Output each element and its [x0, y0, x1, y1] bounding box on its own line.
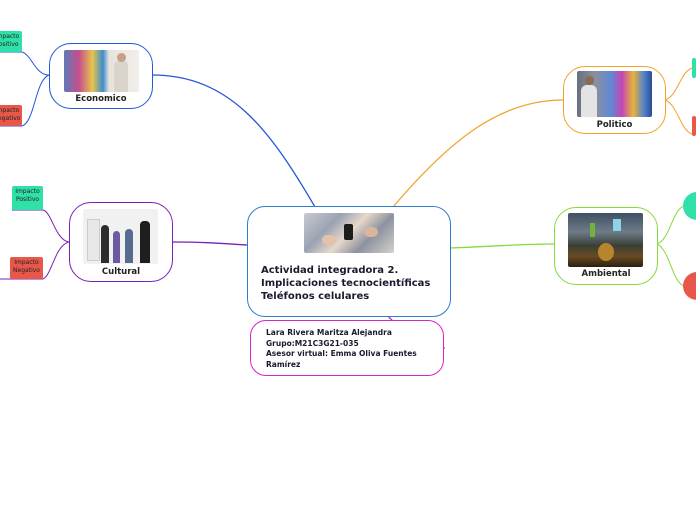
economico-image: [64, 50, 139, 92]
node-cultural[interactable]: Cultural: [69, 202, 173, 282]
politico-image: [577, 71, 652, 117]
node-politico[interactable]: Politico: [563, 66, 666, 134]
node-central[interactable]: Actividad integradora 2. Implicaciones t…: [247, 206, 451, 317]
ambiental-sub-positive[interactable]: [683, 192, 696, 220]
politico-tag-positive[interactable]: [692, 58, 696, 78]
node-economico[interactable]: Economico: [49, 43, 153, 109]
connector-cultural-neg: [42, 241, 70, 280]
connector-ambiental: [449, 243, 555, 249]
cultural-label: Cultural: [101, 267, 141, 277]
central-image: [304, 213, 394, 253]
politico-tag-negative[interactable]: [692, 116, 696, 136]
connector-cultural-pos: [42, 209, 70, 243]
central-title: Actividad integradora 2. Implicaciones t…: [261, 265, 431, 302]
ambiental-label: Ambiental: [581, 269, 631, 279]
connector-economico-neg: [21, 74, 50, 127]
ambiental-image: [568, 213, 643, 267]
economico-tag-positive[interactable]: Impacto Positivo: [0, 31, 22, 52]
connector-cultural: [171, 241, 248, 246]
cultural-image: [83, 209, 158, 264]
economico-label: Economico: [75, 94, 127, 104]
politico-label: Politico: [596, 120, 633, 130]
node-info[interactable]: Lara Rivera Maritza Alejandra Grupo:M21C…: [250, 320, 444, 376]
connector-economico: [151, 74, 316, 208]
cultural-tag-positive[interactable]: Impacto Positivo: [12, 186, 43, 210]
economico-tag-negative[interactable]: Impacto Negativo: [0, 105, 22, 126]
connector-economico-pos: [21, 51, 50, 76]
cultural-tag-negative[interactable]: Impacto Negativo: [10, 257, 43, 279]
connector-politico: [392, 99, 564, 208]
ambiental-sub-negative[interactable]: [683, 272, 696, 300]
node-ambiental[interactable]: Ambiental: [554, 207, 658, 285]
info-text: Lara Rivera Maritza Alejandra Grupo:M21C…: [266, 328, 417, 369]
